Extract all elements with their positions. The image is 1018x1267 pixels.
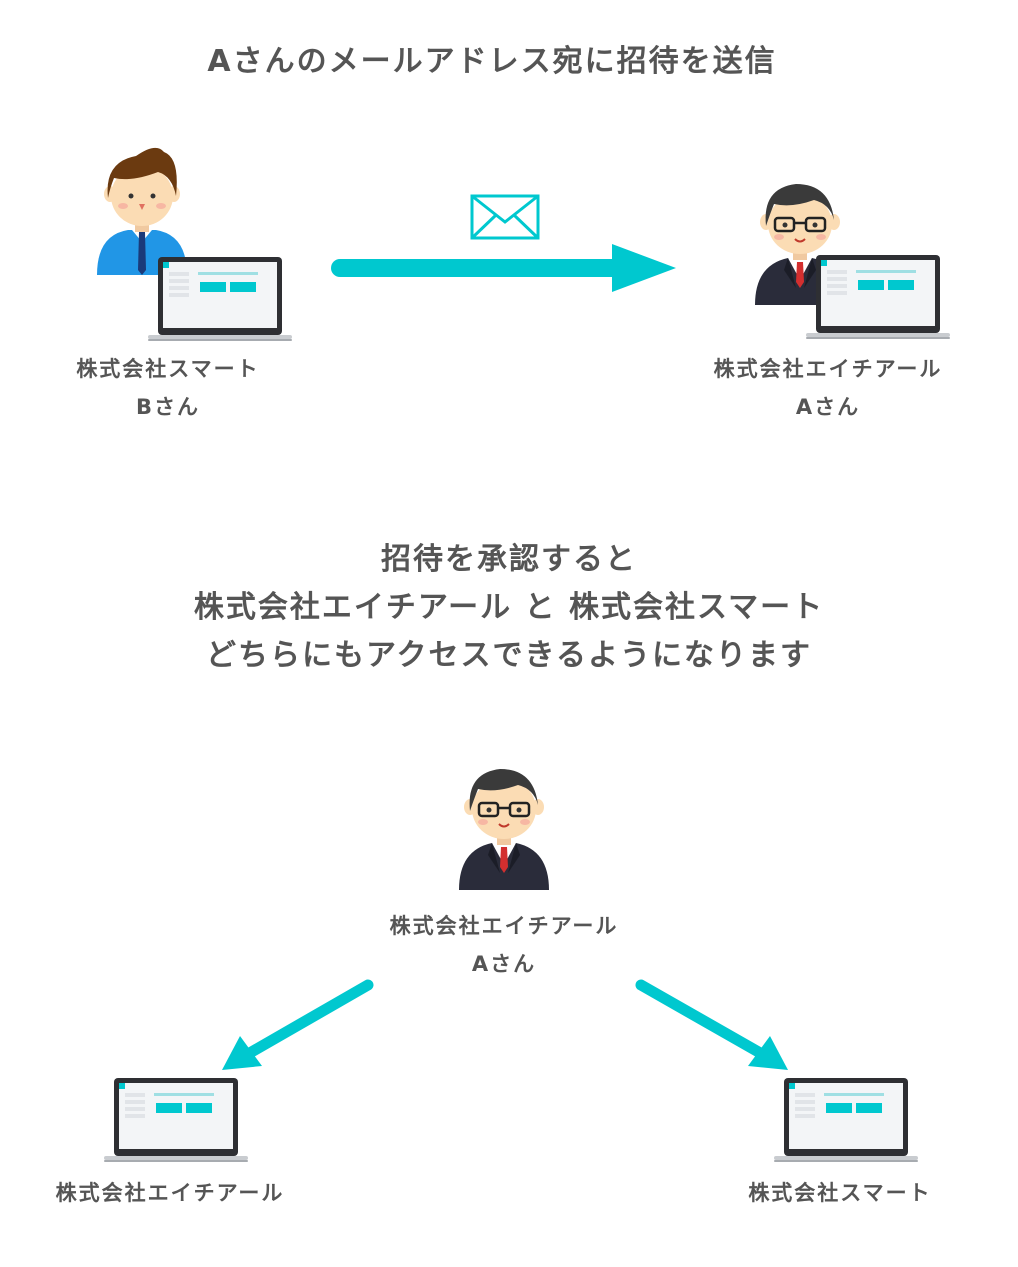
sender-label: 株式会社スマート Bさん	[48, 350, 288, 426]
explanation-line-1: 招待を承認すると	[381, 542, 637, 577]
bottom-left-company: 株式会社エイチアール	[55, 1181, 285, 1205]
center-person-name: Aさん	[471, 952, 537, 976]
laptop-icon	[806, 255, 950, 339]
sender-name: Bさん	[135, 395, 200, 419]
bottom-right-company: 株式会社スマート	[748, 1181, 932, 1205]
page-title: Aさんのメールアドレス宛に招待を送信	[207, 44, 777, 79]
receiver-label: 株式会社エイチアール Aさん	[688, 350, 968, 426]
sender-avatar	[97, 147, 187, 275]
arrow-down-right-icon	[635, 979, 788, 1070]
sender-company: 株式会社スマート	[76, 357, 260, 381]
explanation-line-2: 株式会社エイチアール と 株式会社スマート	[193, 590, 825, 625]
envelope-icon	[470, 194, 540, 240]
laptop-icon	[148, 257, 292, 341]
center-person-avatar	[457, 767, 551, 892]
receiver-company: 株式会社エイチアール	[713, 357, 943, 381]
arrow-down-left-icon	[222, 979, 374, 1070]
explanation-text: 招待を承認すると 株式会社エイチアール と 株式会社スマート どちらにもアクセス…	[0, 536, 1018, 680]
receiver-name: Aさん	[795, 395, 861, 419]
laptop-icon	[774, 1078, 918, 1162]
arrow-right-icon	[331, 244, 676, 292]
explanation-line-3: どちらにもアクセスできるようになります	[206, 638, 812, 673]
center-person-label: 株式会社エイチアール Aさん	[364, 907, 644, 983]
center-person-company: 株式会社エイチアール	[389, 914, 619, 938]
laptop-icon	[104, 1078, 248, 1162]
